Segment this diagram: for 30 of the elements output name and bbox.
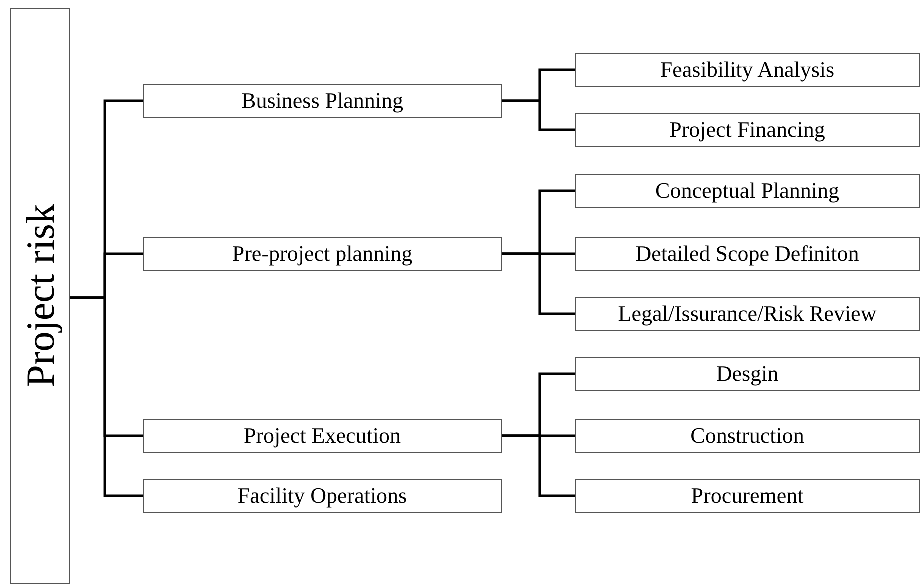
node-label: Pre-project planning bbox=[232, 241, 413, 267]
category-box bbox=[575, 53, 920, 87]
node-label: Feasibility Analysis bbox=[660, 57, 835, 83]
root-box bbox=[10, 8, 70, 584]
node-label: Facility Operations bbox=[238, 483, 408, 509]
connector-line bbox=[70, 296, 143, 498]
node-label: Business Planning bbox=[242, 88, 404, 114]
node-label: Legal/Issurance/Risk Review bbox=[618, 301, 877, 327]
connector-line bbox=[502, 100, 575, 132]
category-box bbox=[575, 479, 920, 513]
category-box bbox=[143, 237, 502, 271]
category-box bbox=[575, 419, 920, 453]
node-label: Detailed Scope Definiton bbox=[636, 241, 860, 267]
node-label: Conceptual Planning bbox=[656, 178, 840, 204]
node-label: Construction bbox=[690, 423, 804, 449]
connector-line bbox=[502, 434, 575, 498]
category-box bbox=[575, 237, 920, 271]
category-box bbox=[575, 357, 920, 391]
category-box bbox=[143, 419, 502, 453]
category-box bbox=[143, 479, 502, 513]
node-label: Project risk bbox=[16, 204, 64, 388]
category-box bbox=[143, 84, 502, 118]
category-box bbox=[575, 113, 920, 147]
connector-line bbox=[502, 252, 575, 316]
category-box bbox=[575, 297, 920, 331]
node-label: Procurement bbox=[691, 483, 804, 509]
node-label: Desgin bbox=[716, 361, 779, 387]
node-label: Project Execution bbox=[244, 423, 401, 449]
category-box bbox=[575, 174, 920, 208]
node-label: Project Financing bbox=[670, 117, 826, 143]
